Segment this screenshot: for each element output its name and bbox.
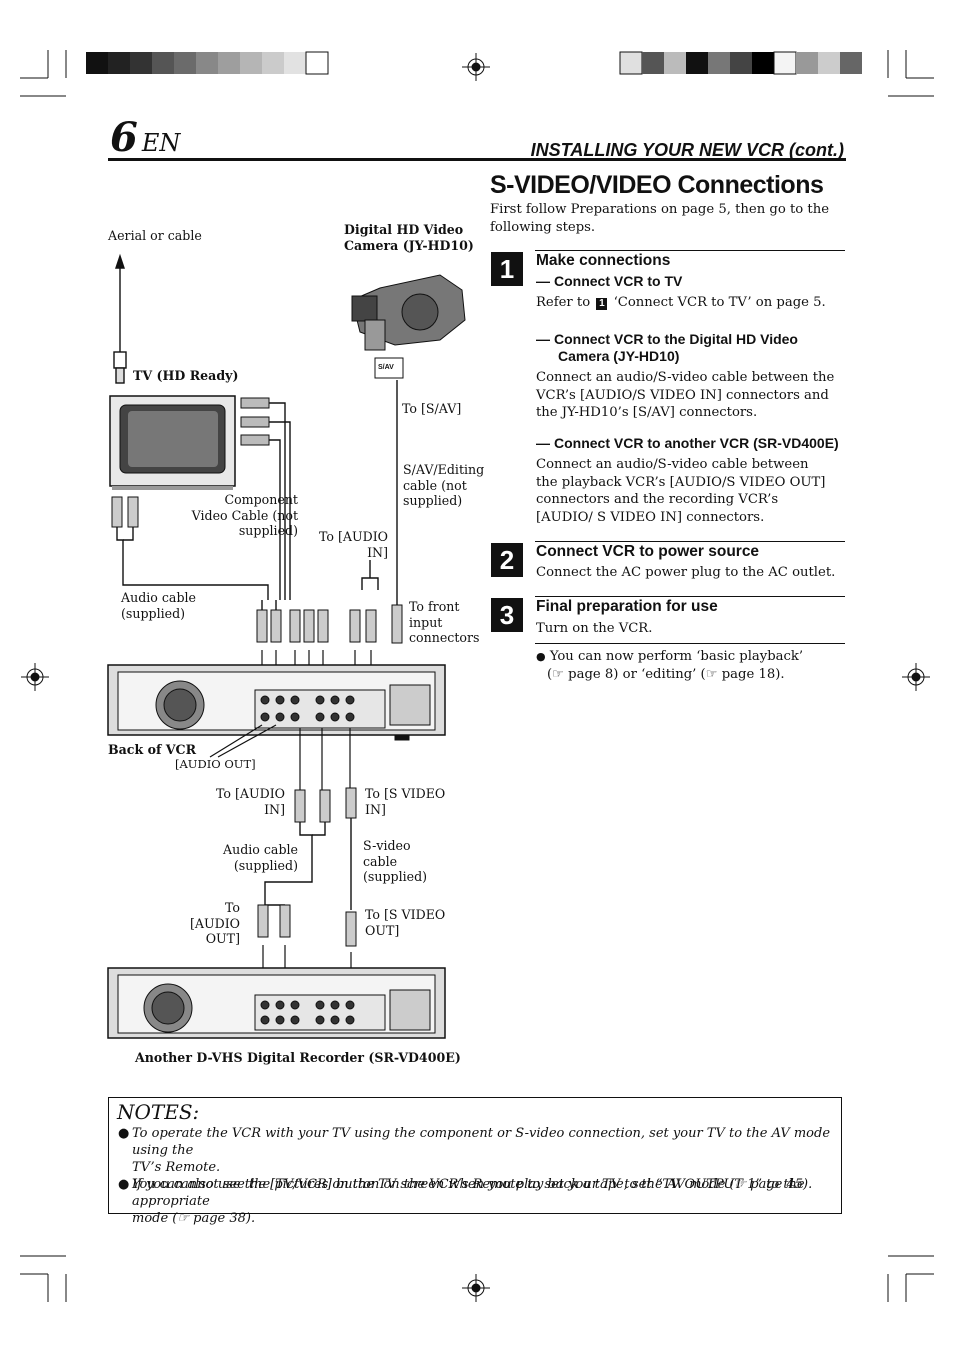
- step-3-rule: [535, 596, 845, 597]
- label-aerial: Aerial or cable: [108, 228, 202, 243]
- notes-title: NOTES:: [117, 1100, 200, 1124]
- section-header: INSTALLING YOUR NEW VCR (cont.): [530, 140, 844, 160]
- camera-jack-label: S/AV: [378, 364, 394, 371]
- ref-step-box: 1: [596, 298, 608, 310]
- label-audio-out: [AUDIO OUT]: [175, 757, 256, 771]
- note-item-1: ● To operate the VCR with your TV using …: [118, 1126, 831, 1192]
- label-to-sav: To [S/AV]: [402, 401, 462, 416]
- step-3-text: Turn on the VCR.: [536, 621, 653, 636]
- sub-text-vcr-tv: Refer to 1 ‘Connect VCR to TV’ on page 5…: [536, 295, 826, 310]
- label-tv: TV (HD Ready): [133, 368, 239, 383]
- camera-illustration: [351, 274, 466, 379]
- step-2-heading: Connect VCR to power source: [536, 543, 760, 560]
- step-2-text: Connect the AC power plug to the AC outl…: [536, 565, 836, 580]
- label-audio-cable-b: Audio cable(supplied): [223, 842, 298, 873]
- step-3-heading: Final preparation for use: [536, 598, 718, 615]
- sub-heading-vcr-vcr: —Connect VCR to another VCR (SR-VD400E): [536, 435, 839, 451]
- page-title: S-VIDEO/VIDEO Connections: [490, 171, 824, 199]
- step-2-rule: [535, 541, 845, 542]
- note-item-2: ● If you cannot see the pictures on the …: [118, 1177, 805, 1226]
- step-3-number: 3: [491, 598, 523, 632]
- page-lang: EN: [141, 129, 181, 157]
- step-1-number: 1: [491, 252, 523, 286]
- tv-illustration: [109, 395, 236, 490]
- sub-text-vcr-camera: Connect an audio/S-video cable between t…: [536, 370, 835, 420]
- label-recorder: Another D-VHS Digital Recorder (SR-VD400…: [135, 1050, 461, 1065]
- notes-box: [108, 1097, 842, 1214]
- step-2-number: 2: [491, 543, 523, 577]
- label-back-of-vcr: Back of VCR: [108, 742, 197, 757]
- intro-text: First follow Preparations on page 5, the…: [490, 202, 829, 235]
- sub-heading-vcr-tv: —Connect VCR to TV: [536, 273, 683, 289]
- vcr-back-illustration: [107, 664, 446, 741]
- step-1-rule: [535, 250, 845, 251]
- sub-text-vcr-vcr: Connect an audio/S-video cable between t…: [536, 457, 826, 525]
- recorder-illustration: [107, 967, 446, 1039]
- step-3-end-rule: [535, 643, 845, 644]
- label-audio-cable-a: Audio cable(supplied): [121, 590, 196, 621]
- step-3-bullet: ● You can now perform ‘basic playback’ (…: [536, 649, 804, 682]
- step-1-heading: Make connections: [536, 252, 671, 269]
- header-rule: [108, 158, 846, 161]
